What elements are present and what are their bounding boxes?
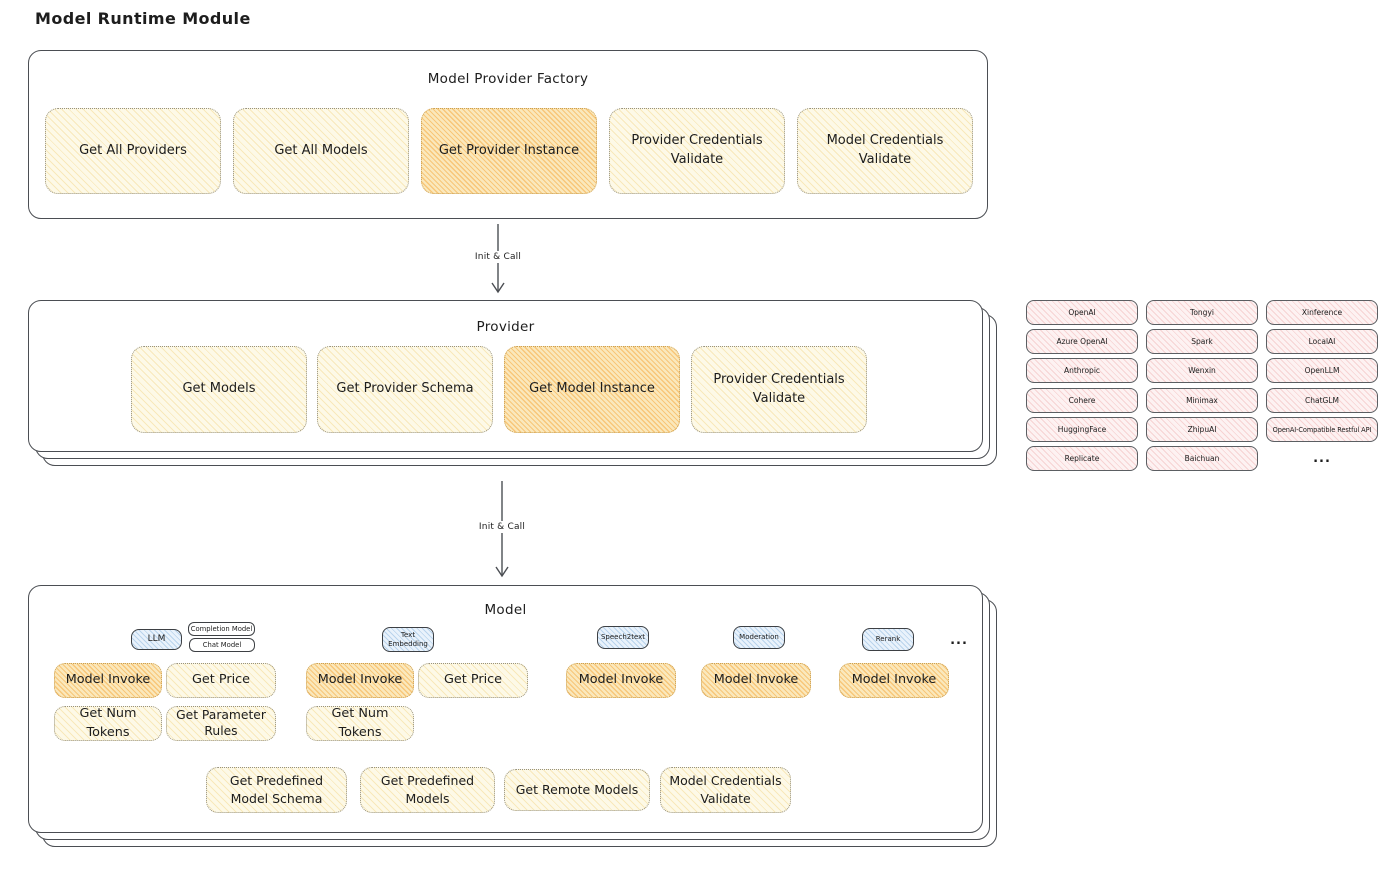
- node-get-predefined-model-schema: Get Predefined Model Schema: [206, 767, 347, 813]
- node-get-provider-instance: Get Provider Instance: [421, 108, 597, 194]
- diagram-title: Model Runtime Module: [35, 9, 251, 28]
- node-provider-credentials-validate: Provider Credentials Validate: [609, 108, 785, 194]
- model-provider-factory-box: Model Provider Factory Get All Providers…: [28, 50, 988, 219]
- tab-llm: LLM: [131, 629, 182, 650]
- provider-anthropic: Anthropic: [1026, 358, 1138, 383]
- tab-moderation: Moderation: [733, 626, 785, 649]
- provider-minimax: Minimax: [1146, 388, 1258, 413]
- node-get-all-models: Get All Models: [233, 108, 409, 194]
- tab-speech2text: Speech2text: [597, 626, 649, 649]
- node-text-embedding-get-price: Get Price: [418, 663, 528, 698]
- provider-baichuan: Baichuan: [1146, 446, 1258, 471]
- provider-openai-compatible-restful-api: OpenAI-Compatible Restful API: [1266, 417, 1378, 442]
- node-text-embedding-get-num-tokens: Get Num Tokens: [306, 706, 414, 741]
- provider-huggingface: HuggingFace: [1026, 417, 1138, 442]
- node-llm-get-parameter-rules: Get Parameter Rules: [166, 706, 276, 741]
- more-model-types-ellipsis: ...: [950, 632, 968, 648]
- node-get-remote-models: Get Remote Models: [504, 769, 650, 811]
- node-llm-model-invoke: Model Invoke: [54, 663, 162, 698]
- arrow-label-init-call-1: Init & Call: [470, 250, 526, 263]
- tab-rerank: Rerank: [862, 628, 914, 651]
- provider-zhipuai: ZhipuAI: [1146, 417, 1258, 442]
- arrow-label-init-call-2: Init & Call: [474, 520, 530, 533]
- badge-chat-model: Chat Model: [189, 638, 255, 652]
- provider-tongyi: Tongyi: [1146, 300, 1258, 325]
- provider-wenxin: Wenxin: [1146, 358, 1258, 383]
- provider-xinference: Xinference: [1266, 300, 1378, 325]
- provider-openai: OpenAI: [1026, 300, 1138, 325]
- provider-title: Provider: [476, 319, 535, 335]
- node-model-credentials-validate: Model Credentials Validate: [660, 767, 791, 813]
- node-llm-get-num-tokens: Get Num Tokens: [54, 706, 162, 741]
- provider-node-get-models: Get Models: [131, 346, 307, 433]
- node-rerank-model-invoke: Model Invoke: [839, 663, 949, 698]
- provider-node-get-model-instance: Get Model Instance: [504, 346, 680, 433]
- node-model-credentials-validate: Model Credentials Validate: [797, 108, 973, 194]
- node-get-all-providers: Get All Providers: [45, 108, 221, 194]
- more-providers-ellipsis: ...: [1313, 451, 1331, 466]
- node-text-embedding-model-invoke: Model Invoke: [306, 663, 414, 698]
- provider-node-get-provider-schema: Get Provider Schema: [317, 346, 493, 433]
- node-llm-get-price: Get Price: [166, 663, 276, 698]
- node-moderation-model-invoke: Model Invoke: [701, 663, 811, 698]
- provider-localai: LocalAI: [1266, 329, 1378, 354]
- model-box: Model LLM Completion Model Chat Model Te…: [28, 585, 983, 833]
- tab-text-embedding: Text Embedding: [382, 627, 434, 652]
- factory-title: Model Provider Factory: [427, 71, 589, 87]
- node-speech2text-model-invoke: Model Invoke: [566, 663, 676, 698]
- provider-openllm: OpenLLM: [1266, 358, 1378, 383]
- provider-spark: Spark: [1146, 329, 1258, 354]
- provider-box: Provider Get Models Get Provider Schema …: [28, 300, 983, 452]
- model-title: Model: [484, 602, 527, 618]
- provider-azure-openai: Azure OpenAI: [1026, 329, 1138, 354]
- node-get-predefined-models: Get Predefined Models: [360, 767, 495, 813]
- badge-completion-model: Completion Model: [188, 622, 255, 636]
- provider-cohere: Cohere: [1026, 388, 1138, 413]
- factory-to-provider-arrow: Init & Call: [470, 224, 526, 294]
- provider-to-model-arrow: Init & Call: [474, 481, 530, 578]
- provider-chatglm: ChatGLM: [1266, 388, 1378, 413]
- provider-replicate: Replicate: [1026, 446, 1138, 471]
- provider-node-provider-credentials-validate: Provider Credentials Validate: [691, 346, 867, 433]
